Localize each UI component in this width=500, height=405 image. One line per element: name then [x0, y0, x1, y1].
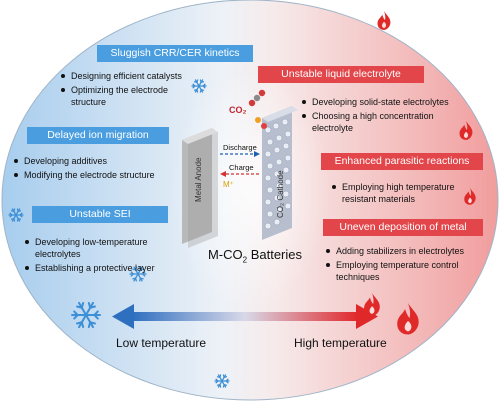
snowflake-icon [214, 374, 230, 388]
metal-anode [182, 128, 218, 248]
flame-icon-core [463, 131, 469, 139]
list-item: Developing solid-state electrolytes [301, 96, 471, 108]
header-unstable-liquid-electrolyte: Unstable liquid electrolyte [258, 66, 424, 83]
list-item: Employing temperature control techniques [325, 259, 485, 283]
snowflake-icon [191, 79, 207, 93]
list-item: Choosing a high concentration electrolyt… [301, 110, 471, 134]
header-unstable-sei: Unstable SEI [32, 206, 168, 223]
list-sluggish-kinetics: Designing efficient catalysts Optimizing… [60, 70, 200, 110]
list-item: Establishing a protective layer [24, 262, 179, 274]
battery-title-prefix: M-CO [207, 247, 243, 262]
header-sluggish-kinetics: Sluggish CRR/CER kinetics [97, 45, 253, 62]
low-temperature-label: Low temperature [116, 336, 207, 350]
high-temperature-label: High temperature [294, 336, 387, 350]
header-delayed-ion-migration: Delayed ion migration [27, 127, 169, 144]
snowflake-icon [129, 266, 147, 282]
charge-arrow [220, 171, 260, 177]
battery-title: M-CO2 Batteries [190, 247, 320, 265]
flame-icon [364, 293, 380, 317]
battery-title-sub: 2 [242, 255, 248, 265]
anode-label: Metal Anode [194, 157, 203, 202]
flame-icon [459, 121, 473, 140]
list-item: Designing efficient catalysts [60, 70, 200, 82]
co2-cathode [262, 106, 298, 240]
list-item: Developing additives [13, 155, 193, 167]
flame-icon-core [369, 306, 375, 314]
list-uneven-deposition: Adding stabilizers in electrolytes Emplo… [325, 245, 485, 285]
flame-icon-core [468, 197, 472, 204]
discharge-arrow [220, 151, 260, 157]
flame-icon [397, 303, 419, 335]
discharge-label: Discharge [223, 143, 257, 152]
list-item: Employing high temperature resistant mat… [331, 181, 466, 205]
snowflake-icon [8, 208, 24, 222]
ion-label: M⁺ [223, 180, 234, 189]
co2-molecule [248, 89, 267, 129]
charge-label: Charge [229, 163, 254, 172]
flame-icon [377, 11, 391, 30]
list-item: Modifying the electrode structure [13, 169, 193, 181]
list-item: Developing low-temperature electrolytes [24, 236, 179, 260]
cathode-label: CO₂ Cathode [276, 170, 285, 218]
header-enhanced-parasitic-reactions: Enhanced parasitic reactions [321, 153, 483, 170]
list-unstable-liquid-electrolyte: Developing solid-state electrolytes Choo… [301, 96, 471, 136]
list-unstable-sei: Developing low-temperature electrolytes … [24, 236, 179, 276]
co2-label: CO₂ [229, 105, 247, 115]
flame-icon [464, 188, 476, 205]
list-enhanced-parasitic-reactions: Employing high temperature resistant mat… [331, 181, 466, 207]
header-uneven-deposition: Uneven deposition of metal [323, 219, 483, 236]
list-item: Adding stabilizers in electrolytes [325, 245, 485, 257]
flame-icon-core [381, 21, 387, 29]
snowflake-icon [71, 301, 101, 329]
temperature-arrow [112, 304, 378, 329]
list-delayed-ion-migration: Developing additives Modifying the elect… [13, 155, 193, 183]
battery-title-suffix: Batteries [247, 247, 303, 262]
list-item: Optimizing the electrode structure [60, 84, 200, 108]
flame-icon-core [404, 321, 412, 332]
